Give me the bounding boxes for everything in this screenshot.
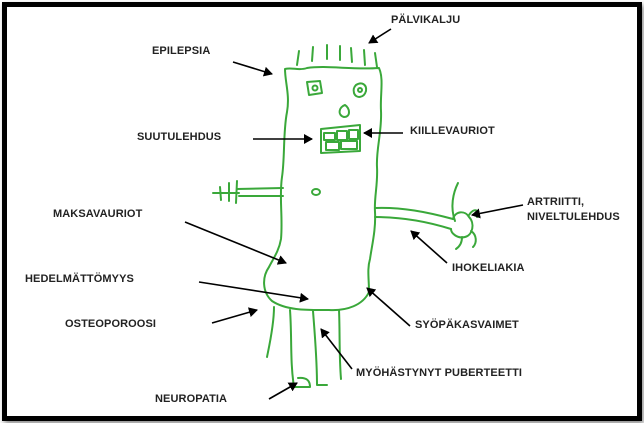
arrows bbox=[185, 29, 523, 399]
arrow-hedelmattomyys bbox=[199, 282, 308, 299]
label-kiillevauriot: KIILLEVAURIOT bbox=[410, 124, 495, 138]
label-myohastynyt-puberteetti: MYÖHÄSTYNYT PUBERTEETTI bbox=[356, 366, 522, 380]
arrow-epilepsia bbox=[233, 62, 272, 74]
label-artriitti-line2: NIVELTULEHDUS bbox=[527, 210, 620, 224]
figure-eyes bbox=[307, 81, 366, 97]
arrow-neuropatia bbox=[269, 383, 297, 399]
label-artriitti-line1: ARTRIITTI, bbox=[527, 195, 584, 209]
figure-drawing bbox=[213, 45, 478, 387]
label-suutulehdus: SUUTULEHDUS bbox=[137, 130, 221, 144]
arrow-myohastynyt bbox=[321, 329, 352, 369]
figure-right-arm bbox=[375, 208, 453, 229]
label-ihokeliakia: IHOKELIAKIA bbox=[452, 261, 525, 275]
arrow-syopakasvaimet bbox=[367, 288, 410, 326]
label-osteoporoosi: OSTEOPOROOSI bbox=[65, 317, 156, 331]
figure-right-hand bbox=[451, 183, 478, 249]
label-epilepsia: EPILEPSIA bbox=[152, 44, 210, 58]
label-neuropatia: NEUROPATIA bbox=[155, 392, 227, 406]
label-maksavauriot: MAKSAVAURIOT bbox=[53, 207, 142, 221]
figure-left-arm bbox=[213, 181, 283, 203]
figure-legs bbox=[267, 307, 341, 387]
label-hedelmattomyys: HEDELMÄTTÖMYYS bbox=[25, 272, 134, 286]
figure-belly-mark bbox=[312, 189, 320, 195]
label-syopakasvaimet: SYÖPÄKASVAIMET bbox=[415, 318, 519, 332]
label-palvikalju: PÄLVIKALJU bbox=[391, 13, 460, 27]
arrow-ihokeliakia bbox=[411, 231, 447, 263]
arrow-artriitti bbox=[472, 205, 523, 215]
figure-nose bbox=[340, 105, 349, 117]
figure-mouth bbox=[321, 125, 360, 153]
arrow-palvikalju bbox=[369, 29, 391, 43]
arrow-osteoporoosi bbox=[212, 310, 257, 323]
figure-hair bbox=[297, 45, 377, 67]
arrow-maksavauriot bbox=[185, 222, 286, 263]
